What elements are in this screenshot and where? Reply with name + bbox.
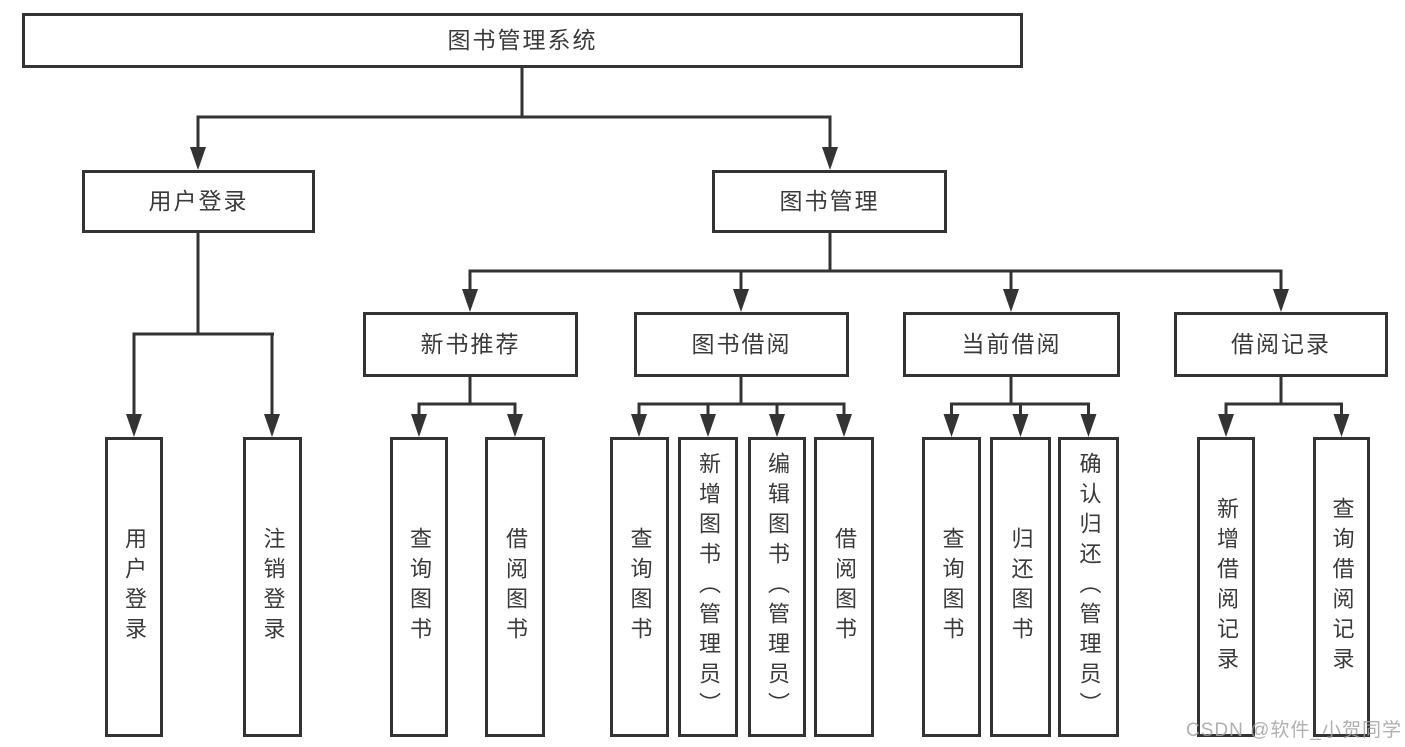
leaf-borrow-books-rec: 借阅图书 xyxy=(485,437,545,737)
node-user-login: 用户登录 xyxy=(82,170,315,233)
arrowhead xyxy=(1333,414,1350,437)
leaf-confirm-return-admin: 确认归还（管理员） xyxy=(1058,437,1119,737)
node-current-borrowing: 当前借阅 xyxy=(903,312,1120,377)
leaf-query-borrow-record: 查询借阅记录 xyxy=(1313,437,1370,737)
arrowhead xyxy=(1273,289,1289,312)
arrowhead xyxy=(769,414,785,437)
arrowhead xyxy=(700,414,716,437)
node-new-book-recommendation: 新书推荐 xyxy=(363,312,578,377)
leaf-logout: 注销登录 xyxy=(243,437,302,737)
leaf-add-borrow-record: 新增借阅记录 xyxy=(1197,437,1255,737)
csdn-watermark: CSDN @软件_小贺同学 xyxy=(1186,720,1402,741)
arrowhead xyxy=(264,414,280,437)
leaf-borrow-books: 借阅图书 xyxy=(814,437,874,737)
leaf-return-books: 归还图书 xyxy=(990,437,1051,737)
arrowheads xyxy=(126,147,1350,437)
arrowhead xyxy=(1218,414,1234,437)
arrowhead xyxy=(411,414,427,437)
node-borrowing-records: 借阅记录 xyxy=(1174,312,1388,377)
node-book-management: 图书管理 xyxy=(712,170,947,233)
arrowhead xyxy=(733,289,749,312)
arrowhead xyxy=(1012,414,1029,437)
leaf-query-books-borrow: 查询图书 xyxy=(610,437,669,737)
node-book-borrowing: 图书借阅 xyxy=(634,312,849,377)
arrowhead xyxy=(822,147,838,170)
leaf-query-books-rec: 查询图书 xyxy=(390,437,448,737)
arrowhead xyxy=(1080,414,1097,437)
arrowhead xyxy=(126,414,142,437)
arrowhead xyxy=(507,414,523,437)
leaf-edit-books-admin: 编辑图书（管理员） xyxy=(748,437,806,737)
node-library-management-system: 图书管理系统 xyxy=(22,13,1023,68)
leaf-query-books-current: 查询图书 xyxy=(922,437,981,737)
arrowhead xyxy=(836,414,852,437)
leaf-add-books-admin: 新增图书（管理员） xyxy=(678,437,738,737)
arrowhead xyxy=(631,414,647,437)
arrowhead xyxy=(190,147,206,170)
arrowhead xyxy=(1003,289,1019,312)
leaf-user-login: 用户登录 xyxy=(105,437,163,737)
arrowhead xyxy=(943,414,960,437)
arrowhead xyxy=(462,289,478,312)
